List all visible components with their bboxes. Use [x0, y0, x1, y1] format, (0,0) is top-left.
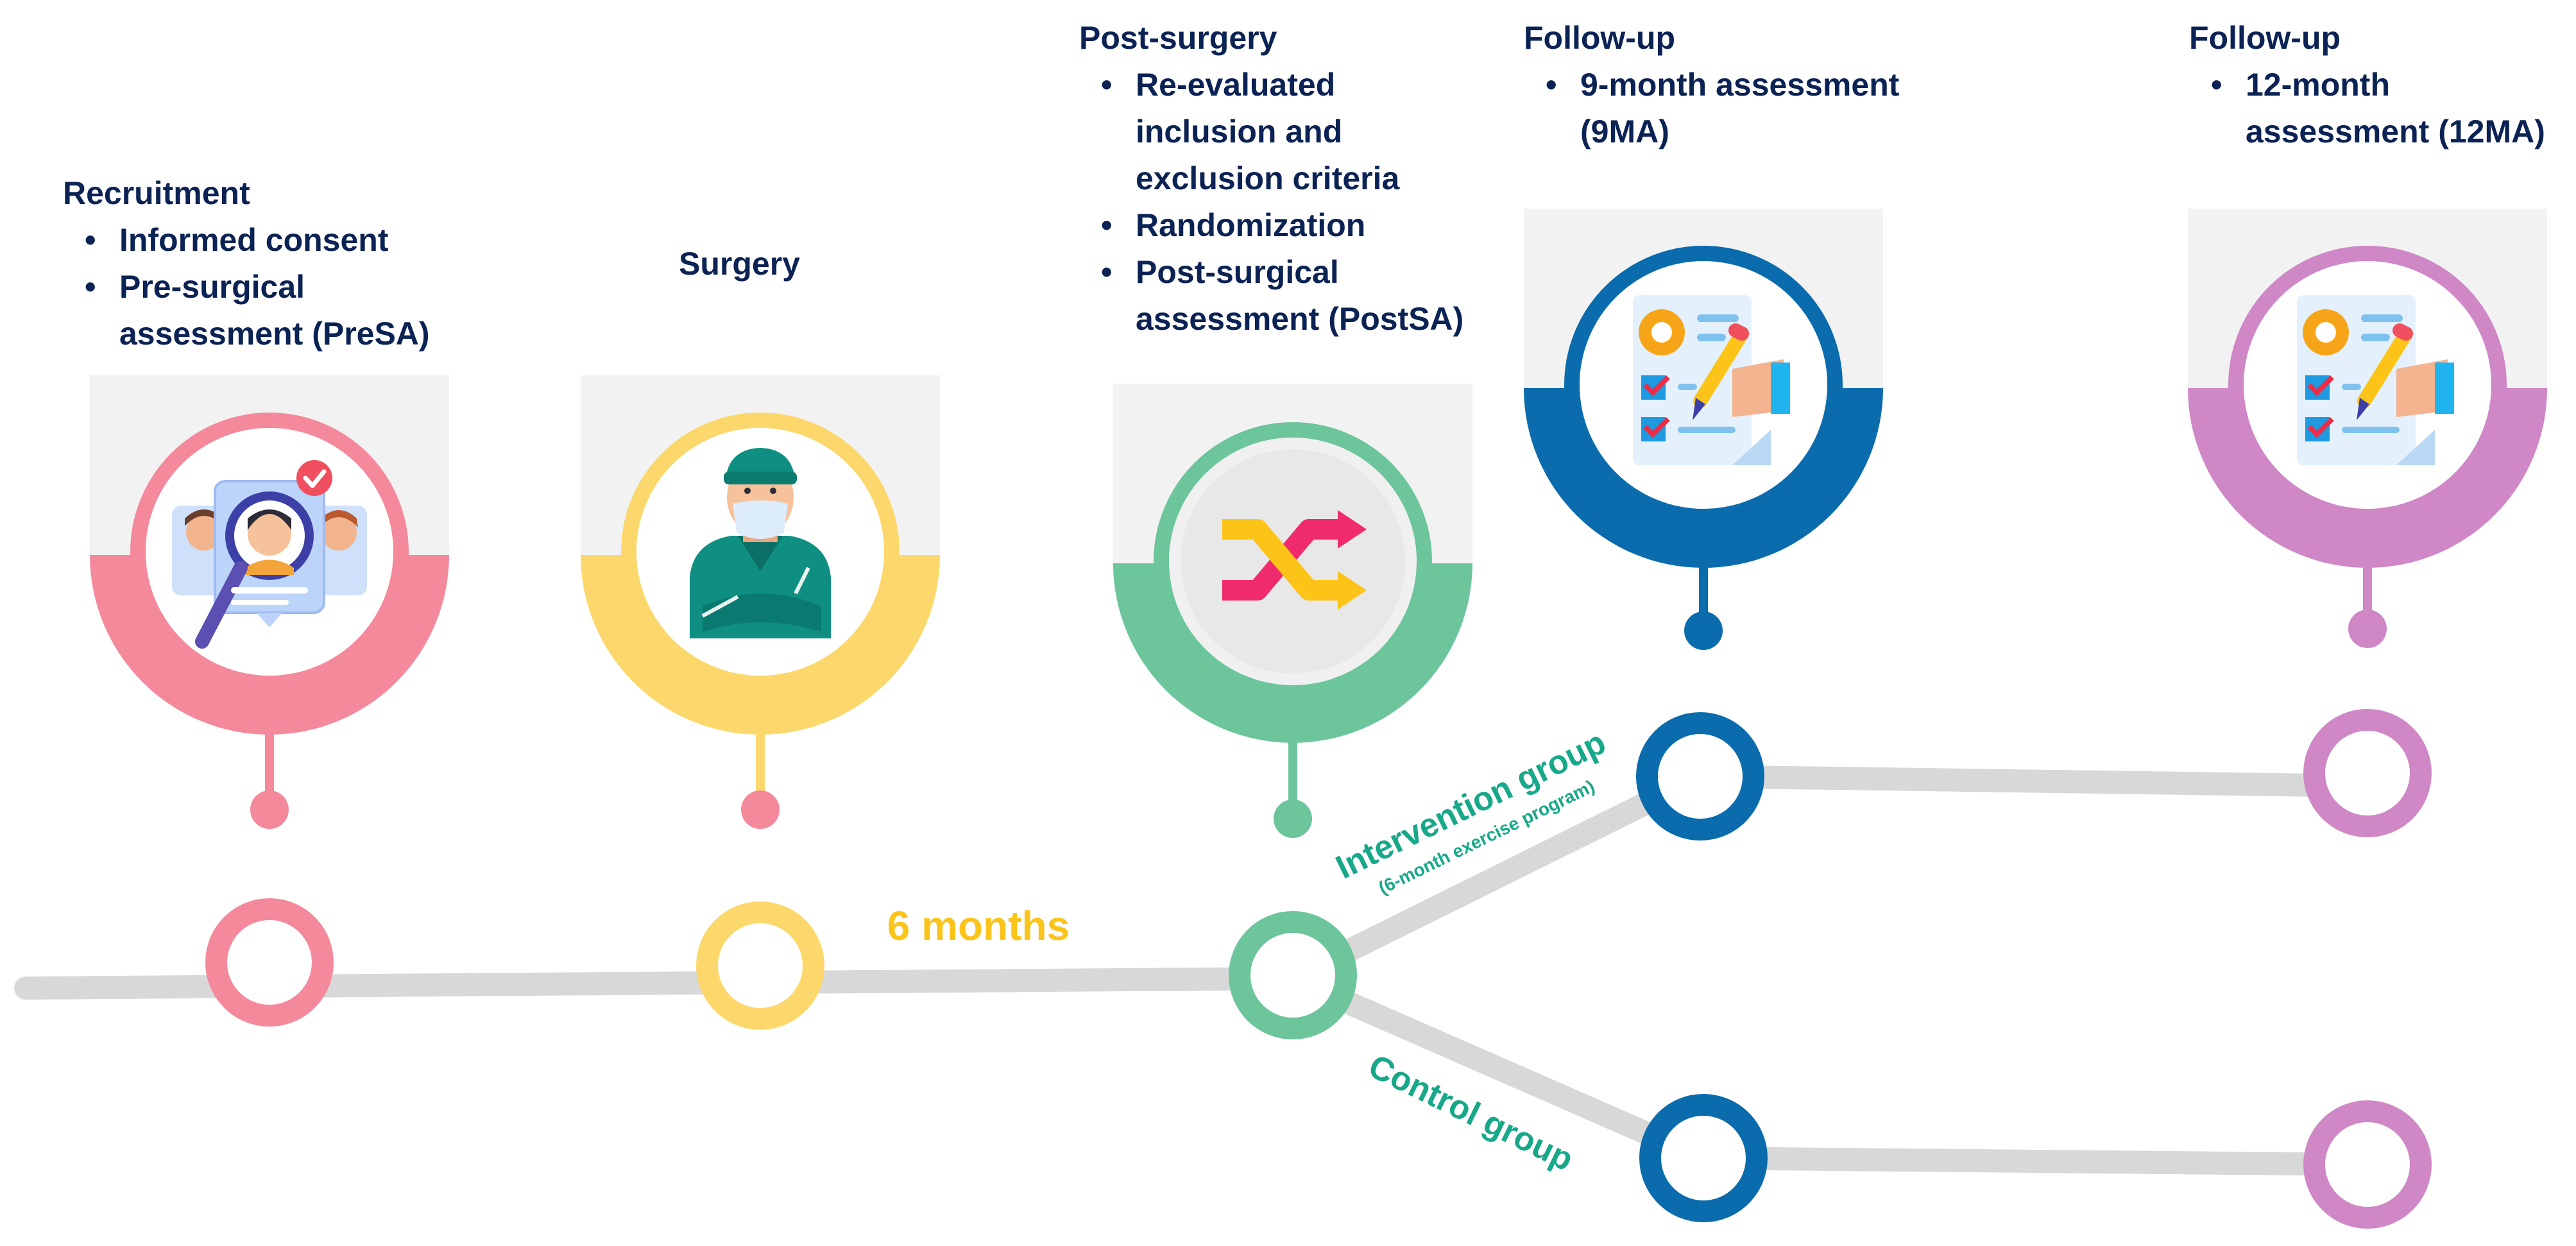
card-stem-dot: [1274, 799, 1312, 838]
checklist-icon: [1633, 295, 1790, 465]
stage-item: 9-month assessment (9MA): [1546, 62, 1914, 155]
stage-title: Post-surgery: [1079, 20, 1277, 56]
control-12ma-timeline-node: [2303, 1100, 2432, 1229]
stage-item: Post-surgical assessment (PostSA): [1101, 249, 1495, 343]
stage-item: 12-month assessment (12MA): [2211, 62, 2573, 155]
stage-title: Surgery: [679, 246, 800, 282]
intervention-9ma-timeline-node: [1636, 712, 1764, 841]
followup-12-card: [2188, 209, 2547, 1229]
post-surgery-card: [1113, 384, 1472, 1039]
stage-item: Re-evaluated inclusion and exclusion cri…: [1101, 62, 1444, 202]
stage-items: 12-month assessment (12MA): [2189, 62, 2573, 155]
surgery-heading: Surgery: [679, 241, 800, 287]
card-ring: [621, 413, 900, 691]
stage-title: Follow-up: [1524, 20, 1676, 56]
post-surgery-heading: Post-surgery Re-evaluated inclusion and …: [1079, 15, 1495, 343]
stage-item: Informed consent: [85, 217, 479, 264]
card-ring: [1154, 422, 1432, 701]
shuffle-icon: [1222, 510, 1367, 610]
intervention-12ma-timeline-node: [2303, 709, 2432, 837]
followup-9-card: [1524, 209, 1883, 1222]
stage-title: Recruitment: [63, 175, 250, 211]
stage-items: 9-month assessment (9MA): [1524, 62, 1914, 155]
surgeon-icon: [690, 448, 831, 638]
control-9ma-timeline-node: [1639, 1094, 1768, 1222]
checklist-icon: [2297, 295, 2454, 465]
card-stem-dot: [250, 790, 289, 829]
stage-title: Follow-up: [2189, 20, 2341, 56]
interval-label: 6 months: [887, 903, 1070, 949]
recruitment-timeline-node: [205, 898, 334, 1027]
card-ring: [2228, 246, 2507, 524]
surgery-timeline-node: [696, 901, 824, 1030]
stage-item: Pre-surgical assessment (PreSA): [85, 264, 479, 357]
intervention-followup-line: [1689, 765, 2379, 798]
intervention-branch-line: [1281, 765, 1712, 990]
stage-item: Randomization: [1101, 202, 1495, 249]
timeline-tracks: [14, 765, 2379, 1176]
control-followup-line: [1692, 1147, 2379, 1176]
recruitment-card: [90, 375, 449, 1027]
followup-12-heading: Follow-up 12-month assessment (12MA): [2189, 15, 2573, 155]
control-branch-line: [1281, 967, 1715, 1170]
followup-9-heading: Follow-up 9-month assessment (9MA): [1524, 15, 1914, 155]
stage-items: Informed consent Pre-surgical assessment…: [63, 217, 479, 357]
card-ring: [1564, 246, 1843, 524]
post-surgery-timeline-node: [1229, 911, 1357, 1039]
card-ring: [130, 413, 409, 691]
recruitment-heading: Recruitment Informed consent Pre-surgica…: [63, 170, 479, 357]
stage-items: Re-evaluated inclusion and exclusion cri…: [1079, 62, 1495, 343]
card-stem-dot: [741, 790, 780, 829]
surgery-card: [581, 375, 940, 1030]
candidate-search-icon: [172, 460, 367, 649]
card-stem-dot: [2348, 610, 2387, 648]
card-stem-dot: [1684, 611, 1723, 650]
